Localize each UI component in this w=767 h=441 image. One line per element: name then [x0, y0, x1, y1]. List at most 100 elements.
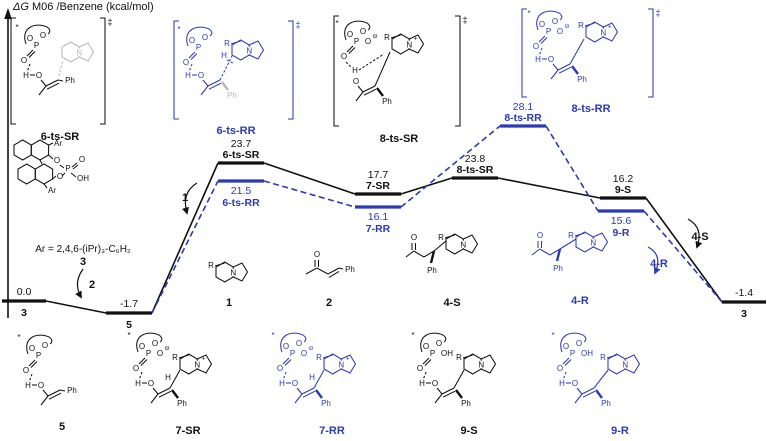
atom-label: H: [352, 66, 358, 75]
path-label-step1: 1: [182, 192, 188, 204]
atom-label: R: [208, 261, 214, 270]
atom-label: O: [36, 71, 42, 80]
atom-label: O: [198, 71, 204, 80]
atom-label: O: [54, 156, 60, 165]
species-label: 5: [126, 319, 132, 331]
indolizine-ring: NR: [438, 233, 479, 255]
atom-label: Ph: [227, 91, 237, 100]
atom-label: P: [570, 349, 575, 358]
species-label: 8-ts-RR: [504, 112, 542, 124]
atom-label: O: [38, 381, 44, 390]
black-pathway-segment: [645, 197, 723, 303]
atom-label: P: [354, 37, 359, 46]
atom-label: OH: [441, 349, 453, 358]
atom-label: OH: [581, 349, 593, 358]
energy-value: -1.7: [120, 298, 138, 310]
atom-label: O: [296, 339, 302, 348]
indolizine-ring: NR: [208, 261, 249, 283]
species-label: 3: [741, 308, 747, 320]
energy-value: 17.7: [368, 169, 389, 181]
structure-label: 8-ts-RR: [571, 103, 611, 115]
structure-label: 7-SR: [175, 425, 201, 437]
axis-title-rest: M06 /Benzene (kcal/mol): [28, 1, 154, 13]
atom-label: O: [360, 27, 366, 36]
path-label-step2: 2: [89, 279, 95, 291]
atom-label: O: [57, 172, 63, 181]
atom-label: O: [133, 364, 139, 373]
atom-label: *: [271, 331, 274, 340]
atom-label: Ph: [382, 97, 392, 106]
y-axis-title: ΔG M06 /Benzene (kcal/mol): [13, 1, 154, 13]
path-label-rel4r: 4-R: [650, 258, 668, 270]
atom-label: R: [224, 39, 230, 48]
atom-label: P: [146, 349, 151, 358]
energy-value: 28.1: [513, 101, 534, 113]
atom-label: N: [622, 360, 628, 369]
indolizine-ring: NR: [600, 353, 641, 375]
atom-label: R: [600, 353, 606, 362]
bracket-left: [521, 8, 527, 98]
indolizine-ring: N+R: [384, 33, 425, 55]
atom-label: O: [157, 349, 163, 358]
atom-label: P: [430, 349, 435, 358]
atom-label: +: [202, 356, 206, 363]
atom-label: O: [42, 341, 48, 350]
atom-label: O: [152, 339, 158, 348]
atom-label: *: [177, 25, 180, 34]
atom-label: N: [478, 360, 484, 369]
atom-label: O: [148, 379, 154, 388]
atom-label: O: [572, 379, 578, 388]
faded-ph: Ph: [221, 81, 237, 100]
atom-label: R: [384, 33, 390, 42]
structure-label: 6-ts-SR: [40, 131, 80, 143]
structure-label: 8-ts-SR: [379, 133, 419, 145]
species-label: 8-ts-SR: [457, 164, 494, 176]
atom-label: Ph: [601, 399, 611, 408]
indolizine-ring: N: [61, 41, 95, 63]
atom-label: OH: [77, 174, 89, 183]
enol-chain: [40, 389, 62, 406]
black-pathway-segment: [151, 162, 219, 314]
atom-label: R: [456, 353, 462, 362]
bracket-left: [173, 20, 179, 120]
energy-value: 0.0: [17, 286, 32, 298]
atom-label: O: [292, 379, 298, 388]
atom-label: Ph: [65, 76, 75, 85]
atom-label: ⊖: [164, 345, 170, 352]
indolizine-ring: N+R: [172, 353, 213, 375]
atom-label: P: [546, 27, 551, 36]
curved-arrow-step1: [182, 182, 198, 215]
atom-label: O: [436, 339, 442, 348]
atom-label: O: [79, 155, 85, 164]
atom-label: O: [539, 20, 545, 29]
indolizine-ring: NR: [568, 231, 609, 253]
black-pathway-segment: [497, 177, 601, 199]
blue-pathway-segment: [151, 180, 219, 314]
atom-label: ‡: [462, 15, 467, 25]
atom-label: O: [552, 17, 558, 26]
structure-label: 4-R: [571, 295, 589, 307]
atom-label: Ph: [553, 264, 563, 273]
bracket-left: [10, 17, 16, 125]
atom-label: ‡: [295, 20, 300, 30]
atom-label: O: [189, 36, 195, 45]
atom-label: P: [65, 164, 70, 173]
enol-chain: [38, 79, 60, 96]
atom-label: Ph: [321, 399, 331, 408]
enol-chain: [150, 387, 172, 404]
atom-label: O: [417, 364, 423, 373]
atom-label: H: [135, 379, 141, 388]
structure-label: 1: [225, 297, 233, 309]
